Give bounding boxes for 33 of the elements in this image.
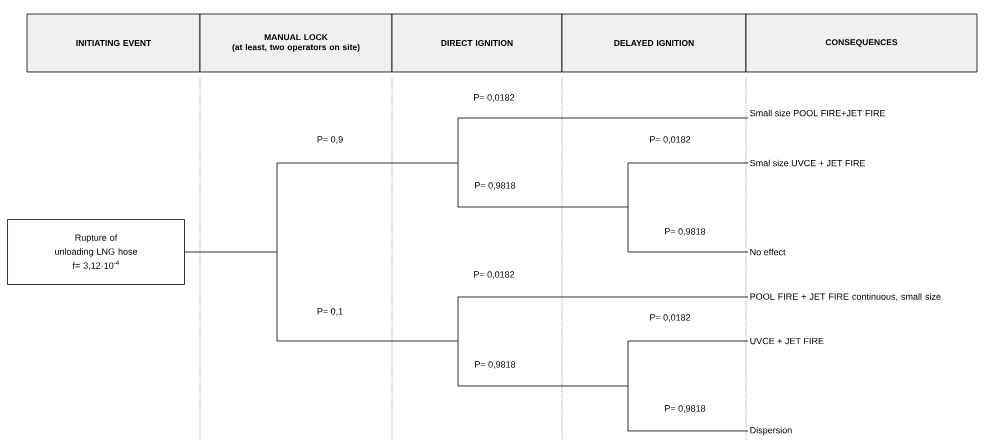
branch-line: [457, 117, 749, 164]
probability-label: P= 0,0182: [650, 314, 691, 322]
branch-line: [276, 162, 459, 253]
branch-line: [457, 162, 629, 208]
consequence-text: Smal size UVCE + JET FIRE: [750, 159, 866, 167]
probability-label: P= 0,0182: [474, 94, 515, 102]
event-box: Rupture of unloading LNG hose f= 3,12·10$^{-4}$: [7, 219, 185, 285]
header-cell: CONSEQUENCES: [745, 13, 978, 73]
consequence-text: UVCE + JET FIRE: [750, 337, 824, 345]
probability-label: P= 0,9: [317, 136, 343, 144]
branch-line: [457, 296, 749, 342]
header-cell: DELAYED IGNITION: [561, 13, 747, 73]
consequence-text: Small size POOL FIRE+JET FIRE: [750, 109, 886, 117]
probability-label: P= 0,1: [317, 308, 343, 316]
probability-label: P= 0,9818: [475, 361, 516, 369]
probability-label: P= 0,9818: [665, 405, 706, 413]
branch-line: [627, 162, 749, 208]
branch-line: [276, 251, 459, 342]
probability-label: P= 0,9818: [665, 228, 706, 236]
header-cell: INITIATING EVENT: [26, 13, 201, 73]
probability-label: P= 0,9818: [475, 182, 516, 190]
consequence-text: Dispersion: [750, 426, 792, 436]
branch-line: [627, 385, 749, 432]
branch-line: [627, 206, 749, 253]
header-cell: MANUAL LOCK (at least, two operators on site): [199, 13, 393, 73]
probability-label: P= 0,0182: [474, 271, 515, 279]
probability-label: P= 0,0182: [650, 136, 691, 144]
consequence-text: No effect: [750, 248, 786, 256]
branch-line: [184, 251, 278, 253]
branch-line: [457, 340, 629, 387]
header-cell: DIRECT IGNITION: [391, 13, 563, 73]
consequence-text: POOL FIRE + JET FIRE continuous, small size: [750, 293, 941, 301]
branch-line: [627, 340, 749, 387]
